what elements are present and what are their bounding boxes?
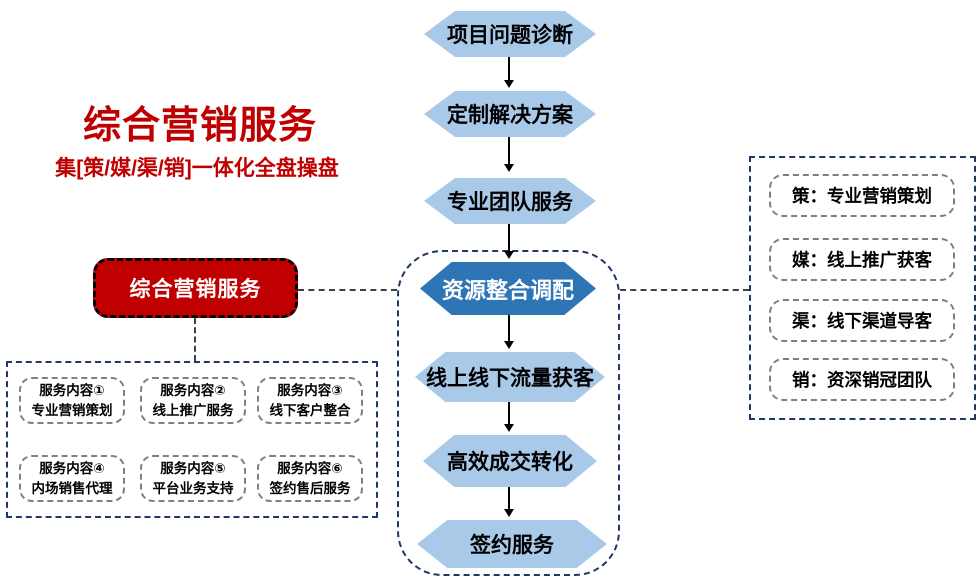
legend-item-sales: 销：资深销冠团队 bbox=[769, 358, 955, 401]
flow-step-signing-service: 签约服务 bbox=[417, 520, 607, 568]
legend-container bbox=[749, 156, 976, 420]
service-box-1-desc: 专业营销策划 bbox=[31, 402, 113, 418]
service-box-6: 服务内容⑥ 签约售后服务 bbox=[257, 455, 363, 502]
flow-step-traffic-acquisition: 线上线下流量获客 bbox=[415, 352, 605, 402]
service-box-1: 服务内容① 专业营销策划 bbox=[19, 377, 125, 424]
flow-step-custom-solution: 定制解决方案 bbox=[424, 91, 596, 137]
flow-step-professional-team: 专业团队服务 bbox=[424, 178, 596, 224]
service-box-6-title: 服务内容⑥ bbox=[277, 460, 343, 476]
service-box-5-title: 服务内容⑤ bbox=[160, 460, 226, 476]
service-box-2: 服务内容② 线上推广服务 bbox=[140, 377, 246, 424]
flow-step-deal-conversion: 高效成交转化 bbox=[423, 435, 597, 487]
service-box-6-desc: 签约售后服务 bbox=[269, 480, 351, 496]
main-service-box: 综合营销服务 bbox=[93, 258, 298, 318]
flow-arrow-3 bbox=[504, 224, 514, 259]
legend-item-strategy: 策：专业营销策划 bbox=[769, 174, 955, 217]
flow-arrow-2 bbox=[504, 137, 514, 172]
service-box-4: 服务内容④ 内场销售代理 bbox=[19, 455, 125, 502]
services-container bbox=[6, 361, 378, 518]
legend-item-media: 媒：线上推广获客 bbox=[769, 238, 955, 281]
flow-step-resource-integration: 资源整合调配 bbox=[420, 262, 596, 315]
service-box-3: 服务内容③ 线下客户整合 bbox=[257, 377, 363, 424]
service-box-2-desc: 线上推广服务 bbox=[152, 402, 234, 418]
service-box-2-title: 服务内容② bbox=[160, 382, 226, 398]
page-title: 综合营销服务 bbox=[82, 105, 317, 147]
main-service-box-label: 综合营销服务 bbox=[129, 278, 262, 301]
service-box-3-desc: 线下客户整合 bbox=[269, 402, 351, 418]
connector-flow-to-legend bbox=[620, 289, 749, 291]
service-box-4-desc: 内场销售代理 bbox=[31, 480, 113, 496]
service-box-5-desc: 平台业务支持 bbox=[152, 480, 234, 496]
flow-arrow-6 bbox=[504, 487, 514, 517]
service-box-4-title: 服务内容④ bbox=[39, 460, 105, 476]
flow-arrow-5 bbox=[504, 402, 514, 432]
page-subtitle: 集[策/媒/渠/销]一体化全盘操盘 bbox=[55, 157, 339, 180]
service-box-3-title: 服务内容③ bbox=[277, 382, 343, 398]
service-box-5: 服务内容⑤ 平台业务支持 bbox=[140, 455, 246, 502]
connector-redbox-to-flow bbox=[298, 289, 397, 291]
connector-redbox-to-services bbox=[194, 318, 196, 361]
flow-arrow-4 bbox=[504, 315, 514, 349]
service-box-1-title: 服务内容① bbox=[39, 382, 105, 398]
flow-step-project-diagnosis: 项目问题诊断 bbox=[424, 11, 596, 57]
legend-item-channel: 渠：线下渠道导客 bbox=[769, 299, 955, 342]
flow-arrow-1 bbox=[504, 57, 514, 88]
